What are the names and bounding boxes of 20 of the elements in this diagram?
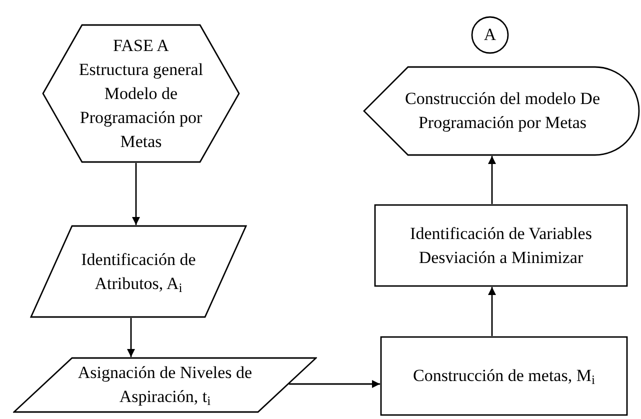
parallelogram-node xyxy=(30,225,247,318)
connector-circle xyxy=(471,16,509,54)
process-box xyxy=(380,336,628,416)
node-label: Construcción del modelo De Programación por Metas xyxy=(404,88,601,134)
node-label: Asignación de Niveles de Aspiración, t$_{i}$ xyxy=(76,362,254,409)
arrow xyxy=(488,156,496,204)
hexagon-node xyxy=(42,24,240,163)
node-label: FASE A xyxy=(113,34,169,56)
process-box xyxy=(374,204,628,287)
node-label: Construcción de metas, M$_{i}$ xyxy=(412,365,595,388)
arrow xyxy=(132,163,140,225)
arrow xyxy=(127,318,135,357)
node-label: Identificación de Variables Desviación a Minimizar xyxy=(409,222,593,268)
node-label: Estructura general Modelo de Programación por Metas xyxy=(78,58,204,152)
parallelogram-node xyxy=(13,357,317,413)
node-label: A xyxy=(484,24,496,46)
arrow xyxy=(488,287,496,336)
node-label: Identificación de Atributos, A$_{i}$ xyxy=(80,248,197,296)
arrow xyxy=(289,380,380,388)
display-shape-node xyxy=(363,66,640,156)
